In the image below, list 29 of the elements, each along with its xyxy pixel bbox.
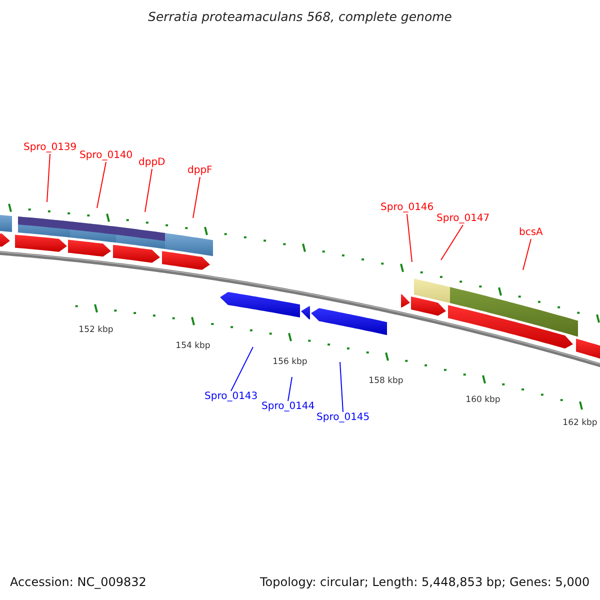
gene-label: Spro_0139 bbox=[24, 142, 77, 154]
genome-info-text: Topology: circular; Length: 5,448,853 bp; Genes: 5,000 bbox=[260, 576, 590, 588]
leader-line bbox=[406, 214, 412, 262]
leader-line bbox=[230, 346, 254, 392]
accession-text: Accession: NC_009832 bbox=[10, 576, 146, 588]
leader-line bbox=[440, 224, 464, 260]
scale-label: 162 kbp bbox=[562, 419, 598, 428]
leader-line bbox=[340, 362, 344, 412]
scale-label: 160 kbp bbox=[464, 396, 502, 404]
leader-line bbox=[288, 376, 292, 402]
gene-label: dppF bbox=[188, 165, 212, 177]
gene-label: Spro_0145 bbox=[316, 412, 370, 424]
leader-line bbox=[144, 168, 152, 212]
gene-label: Spro_0140 bbox=[80, 150, 133, 162]
gene-label: Spro_0146 bbox=[380, 202, 434, 214]
leader-line bbox=[96, 162, 106, 208]
gene-label: Spro_0144 bbox=[262, 401, 315, 413]
scale-label: 158 kbp bbox=[368, 377, 404, 386]
gene-label: dppD bbox=[138, 157, 166, 169]
leader-line bbox=[522, 238, 532, 270]
scale-label: 156 kbp bbox=[272, 358, 308, 366]
leader-line bbox=[46, 154, 50, 202]
gene-label: Spro_0143 bbox=[204, 391, 258, 403]
scale-label: 154 kbp bbox=[174, 342, 212, 350]
gene-label: bcsA bbox=[519, 227, 543, 239]
scale-label: 152 kbp bbox=[78, 326, 114, 334]
leader-line bbox=[192, 176, 200, 218]
gene-label: Spro_0147 bbox=[436, 213, 490, 225]
title: Serratia proteamaculans 568, complete genome bbox=[147, 11, 453, 24]
